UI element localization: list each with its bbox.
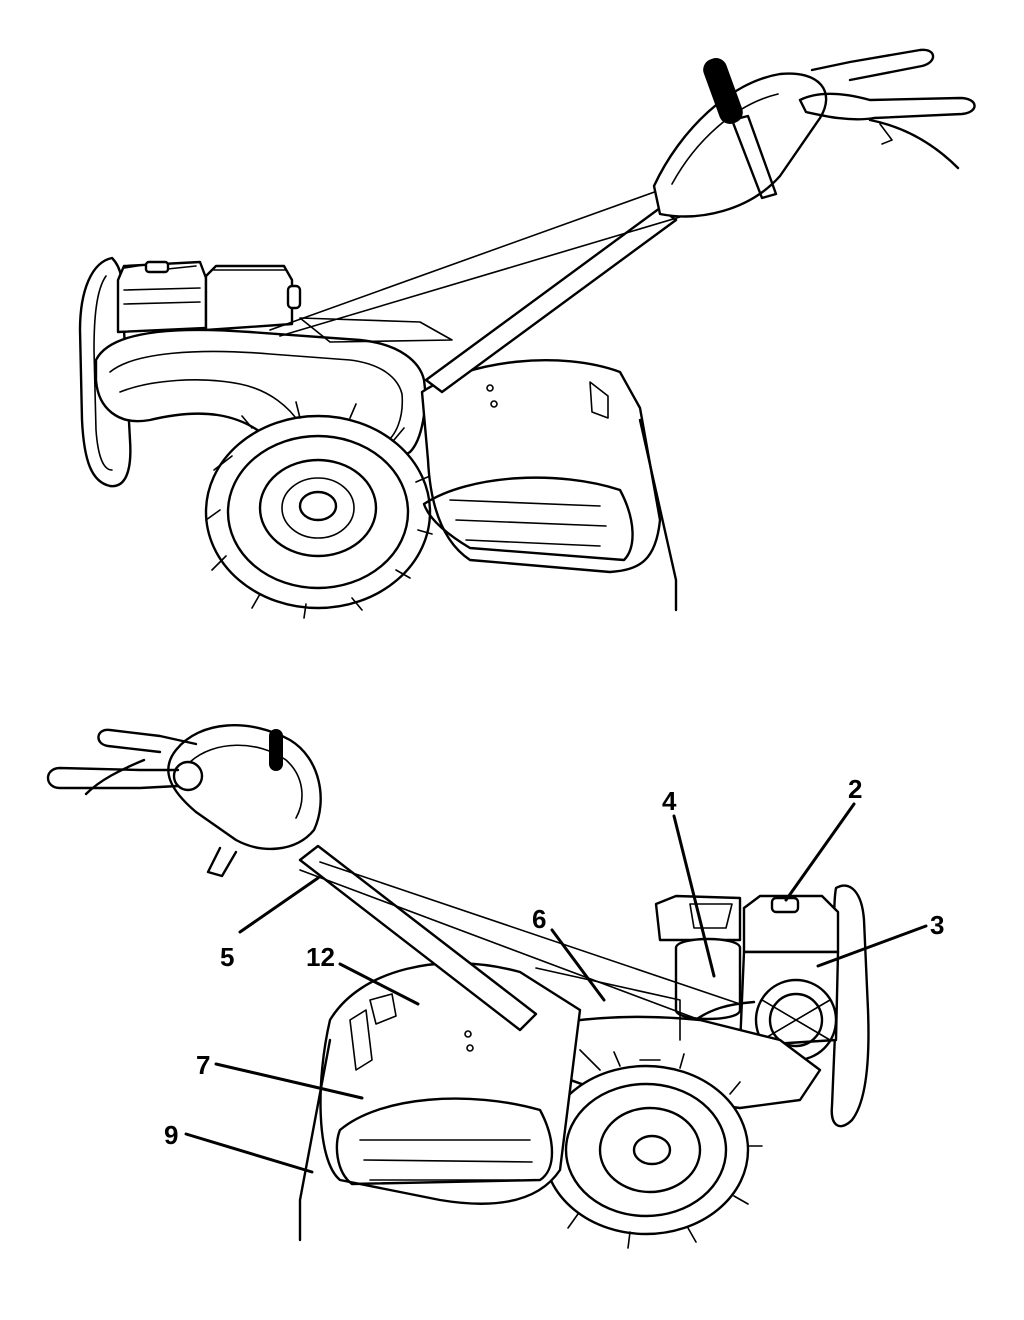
handlebar-top [269,48,976,394]
callout-6: 6 [532,904,606,1002]
callout-2: 2 [784,774,862,902]
callout-label-12: 12 [306,942,335,972]
callout-9: 9 [164,1120,314,1174]
callout-label-6: 6 [532,904,546,934]
engine-top [116,260,302,334]
callout-label-7: 7 [196,1050,210,1080]
callout-label-9: 9 [164,1120,178,1150]
callout-4: 4 [662,786,716,978]
callout-7: 7 [196,1050,364,1100]
tine-hood-bottom [298,961,582,1242]
callout-label-4: 4 [662,786,677,816]
callout-label-2: 2 [848,774,862,804]
drive-wheel-top [204,401,433,619]
handlebar-bottom [46,724,741,1032]
tiller-side-view-bottom: 2 3 4 5 6 7 9 12 [46,724,944,1249]
callout-5: 5 [220,876,320,972]
callout-label-5: 5 [220,942,234,972]
callout-label-3: 3 [930,910,944,940]
callout-3: 3 [816,910,944,968]
tiller-side-view-top [78,48,976,619]
tine-hood-top [420,359,678,612]
callout-12: 12 [306,942,420,1006]
engine-bottom [654,894,840,1062]
drive-wheel-bottom [531,1051,763,1249]
